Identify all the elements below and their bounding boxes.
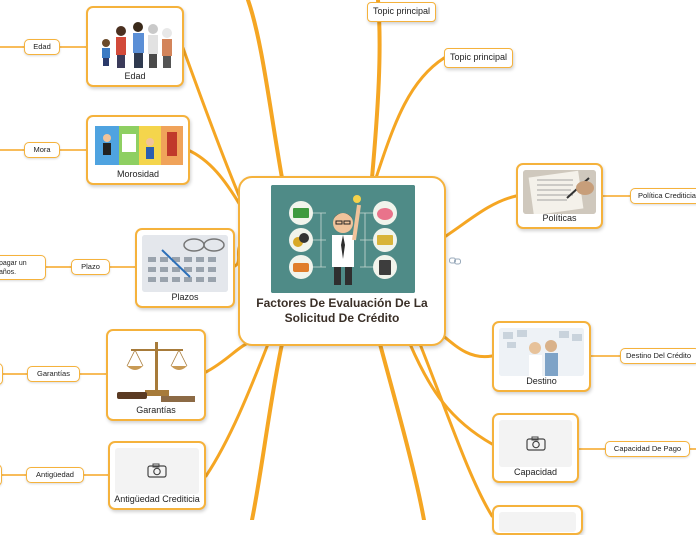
businessman-finance-illustration — [271, 185, 415, 293]
tag-edad[interactable]: Edad — [24, 39, 60, 55]
node-plazos[interactable]: Plazos — [135, 228, 235, 308]
node-label: Morosidad — [116, 169, 160, 179]
tag-plazo[interactable]: Plazo — [71, 259, 110, 275]
debt-cartoon-image — [93, 122, 183, 169]
tag-label: Destino Del Crédito — [626, 351, 692, 360]
partial-node-garantias-edge[interactable] — [0, 363, 3, 385]
tag-antiguedad[interactable]: Antigüedad — [26, 467, 84, 483]
topic-principal-top[interactable]: Topic principal — [367, 2, 437, 22]
tag-label: Antigüedad — [36, 470, 74, 479]
justice-scale-image — [113, 336, 199, 405]
node-destino[interactable]: Destino — [492, 321, 591, 392]
topic-label: Topic principal — [373, 6, 431, 16]
node-label: Antigüedad Crediticia — [114, 494, 200, 504]
link-icon[interactable] — [449, 256, 461, 266]
partial-node-plazo-detail[interactable]: pagar un años. — [0, 255, 46, 280]
topic-principal-right[interactable]: Topic principal — [444, 48, 514, 68]
node-antiguedad-crediticia[interactable]: Antigüedad Crediticia — [108, 441, 206, 510]
tag-label: Capacidad De Pago — [613, 444, 682, 453]
node-morosidad[interactable]: Morosidad — [86, 115, 190, 185]
node-label: Plazos — [171, 292, 199, 302]
central-topic[interactable]: Factores De Evaluación De La Solicitud D… — [238, 176, 446, 346]
node-label: Políticas — [542, 213, 577, 223]
node-capacidad[interactable]: Capacidad — [492, 413, 579, 483]
couple-dreaming-image — [499, 328, 584, 376]
tag-label: Plazo — [81, 262, 100, 271]
tag-destino-del-credito[interactable]: Destino Del Crédito — [620, 348, 696, 364]
tag-politica-crediticia[interactable]: Política Crediticia — [630, 188, 696, 204]
node-label: Edad — [124, 71, 146, 81]
camera-icon — [525, 436, 546, 451]
family-generations-image — [94, 13, 176, 71]
node-partial-bottom-right[interactable] — [492, 505, 583, 535]
partial-text: pagar un años. — [0, 260, 27, 276]
signing-document-image — [523, 170, 596, 214]
image-placeholder — [499, 420, 572, 467]
tag-label: Política Crediticia — [638, 191, 696, 200]
image-placeholder — [115, 448, 199, 494]
tag-mora[interactable]: Mora — [24, 142, 60, 158]
node-label: Garantías — [136, 405, 176, 415]
tag-garantias[interactable]: Garantías — [27, 366, 80, 382]
image-placeholder — [499, 512, 576, 532]
tag-label: Edad — [33, 42, 51, 51]
tag-label: Mora — [33, 145, 51, 154]
tag-capacidad-de-pago[interactable]: Capacidad De Pago — [605, 441, 690, 457]
central-title: Factores De Evaluación De La Solicitud D… — [256, 296, 428, 325]
node-label: Destino — [526, 376, 557, 386]
partial-node-antiguedad-edge[interactable] — [0, 464, 2, 486]
node-garantias[interactable]: Garantías — [106, 329, 206, 421]
node-label: Capacidad — [513, 467, 558, 477]
node-edad[interactable]: Edad — [86, 6, 184, 87]
tag-label: Garantías — [37, 369, 70, 378]
node-politicas[interactable]: Políticas — [516, 163, 603, 229]
calendar-image — [142, 235, 228, 292]
camera-icon — [147, 463, 167, 478]
topic-label: Topic principal — [450, 52, 508, 62]
